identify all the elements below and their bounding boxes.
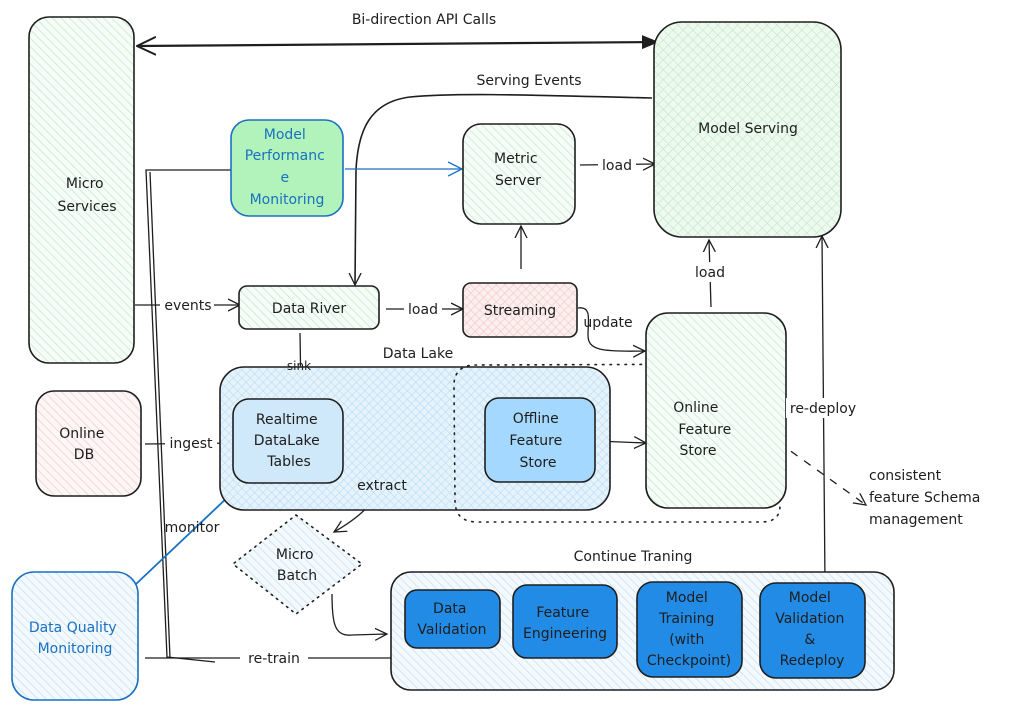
load-label-bg-2: [404, 300, 442, 318]
data-quality-monitoring-label: Data Quality Monitoring: [29, 620, 121, 657]
redeploy-label: re-deploy: [790, 401, 856, 417]
load-river-label: load: [408, 302, 438, 318]
load-label-bg-3: [690, 262, 730, 282]
model-training-label: Model Training (with Checkpoint): [647, 590, 731, 669]
realtime-tables-label: Realtime DataLake Tables: [254, 412, 324, 470]
ingest-label-bg: [165, 434, 217, 452]
data-quality-monitoring-node[interactable]: [11, 571, 139, 701]
feature-engineering-node[interactable]: [512, 584, 618, 659]
offline-feature-store-label: Offline Feature Store: [509, 411, 566, 471]
schema-dashed-arrow: [777, 441, 866, 505]
model-validation-node[interactable]: [759, 582, 866, 679]
model-serving-label: Model Serving: [698, 121, 798, 137]
data-validation-node[interactable]: [404, 589, 501, 649]
batch-to-training-arrow: [331, 593, 387, 635]
feature-engineering-label: Feature Engineering: [523, 605, 607, 642]
micro-services-label: Micro Services: [57, 176, 116, 215]
model-perf-monitoring-label: Model Performanc e Monitoring: [245, 127, 330, 208]
realtime-tables-node[interactable]: [232, 398, 344, 484]
data-lake-title: Data Lake: [383, 346, 453, 362]
left-bus-line: [145, 169, 232, 663]
sink-label: sink: [287, 359, 311, 373]
micro-batch-node[interactable]: [231, 513, 364, 616]
metric-server-node[interactable]: [462, 123, 576, 225]
streaming-node[interactable]: [462, 282, 578, 338]
micro-services-node[interactable]: [28, 16, 135, 364]
schema-note: consistent feature Schema management: [869, 468, 985, 528]
data-validation-label: Data Validation: [417, 601, 486, 638]
ingest-label: ingest: [169, 436, 213, 452]
model-perf-monitoring-node[interactable]: [230, 119, 344, 217]
monitor-label: monitor: [165, 520, 220, 536]
online-db-node[interactable]: [35, 390, 142, 497]
serving-events-arrow: [355, 93, 653, 285]
load-feature-label: load: [695, 265, 725, 281]
events-label-bg: [160, 296, 214, 314]
online-db-label: Online DB: [59, 426, 109, 463]
micro-batch-label: Micro Batch: [276, 547, 318, 584]
online-feature-store-label: Online Feature Store: [673, 400, 735, 459]
load-label-bg: [598, 156, 636, 174]
serving-events-label: Serving Events: [476, 73, 581, 89]
redeploy-label-bg: [786, 398, 862, 418]
retrain-label-bg: [240, 649, 308, 667]
load-metric-label: load: [602, 158, 632, 174]
continue-training-title: Continue Traning: [574, 549, 693, 565]
extract-label: extract: [357, 478, 407, 494]
update-arrow: [577, 307, 645, 351]
api-calls-arrow: [137, 42, 658, 46]
model-validation-label: Model Validation & Redeploy: [775, 590, 849, 669]
metric-server-label: Metric Server: [494, 151, 542, 189]
streaming-label: Streaming: [484, 303, 556, 319]
model-training-node[interactable]: [636, 581, 743, 678]
api-label-bg: [296, 8, 526, 30]
model-serving-node[interactable]: [653, 21, 842, 238]
events-label: events: [164, 298, 211, 314]
retrain-label: re-train: [248, 651, 300, 667]
data-river-node[interactable]: [238, 285, 380, 330]
api-calls-label: Bi-direction API Calls: [352, 12, 496, 28]
left-bus-line-2: [149, 171, 171, 659]
offline-feature-store-node[interactable]: [484, 397, 596, 483]
data-river-label: Data River: [272, 301, 346, 317]
update-label: update: [583, 315, 632, 331]
